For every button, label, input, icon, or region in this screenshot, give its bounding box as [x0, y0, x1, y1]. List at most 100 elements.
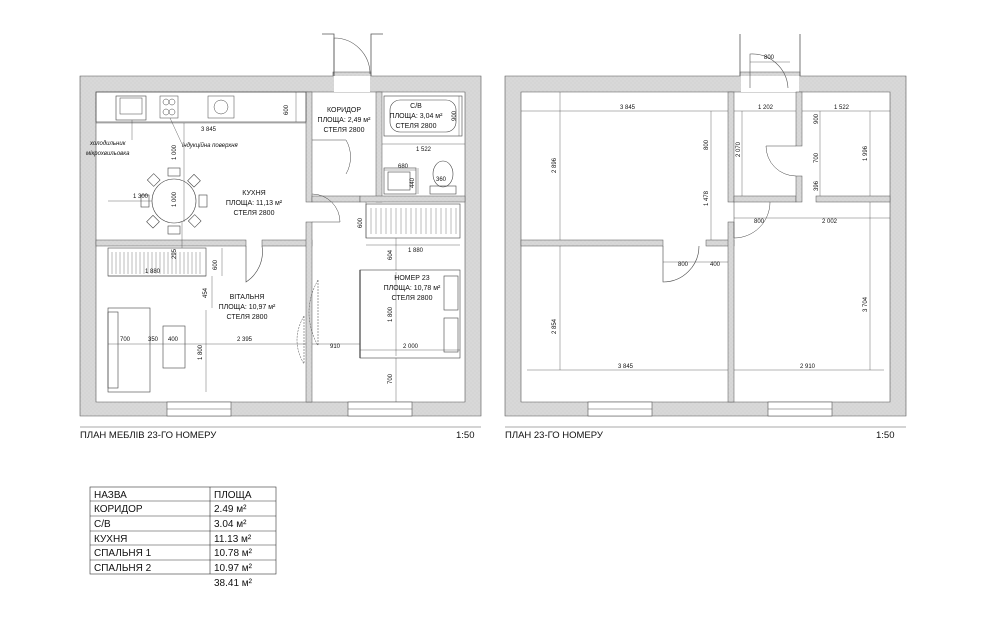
corridor-door-swing [312, 139, 351, 175]
dim: 900 [452, 110, 458, 121]
bath-door-swing [765, 145, 797, 177]
dim: 3 704 [863, 296, 869, 312]
dim: 600 [284, 104, 290, 115]
dim: 360 [436, 177, 447, 183]
table-cell-area: 10.78 м² [214, 548, 253, 559]
dim: 400 [168, 337, 179, 343]
living-height: СТЕЛЯ 2800 [227, 314, 268, 321]
table-cell-name: С/В [94, 519, 111, 530]
dim: 1 202 [758, 105, 774, 111]
washbasin [383, 167, 417, 195]
dim: 2 896 [552, 157, 558, 173]
area-table: НАЗВА ПЛОЩА КОРИДОР 2.49 м² С/В 3.04 м² … [89, 486, 277, 589]
entrance-vestibule [739, 34, 801, 76]
dim: 396 [814, 180, 820, 191]
dim: 454 [203, 287, 209, 298]
dimension-lines [521, 61, 890, 371]
bedroom-door-swing [733, 201, 771, 239]
window-bottom-left [166, 401, 232, 417]
table-cell-area: 3.04 м² [214, 519, 247, 530]
kitchen-door-swing [245, 245, 263, 283]
dim: 700 [120, 337, 131, 343]
bedroom-door-swing [308, 279, 319, 347]
dim: 3 845 [618, 364, 634, 370]
corridor-name: КОРИДОР [327, 107, 361, 114]
dim: 700 [388, 373, 394, 384]
dim: 700 [814, 152, 820, 163]
plan-caption: ПЛАН 23-ГО НОМЕРУ [505, 430, 604, 441]
dim: 604 [388, 249, 394, 260]
dim: 2 000 [403, 344, 419, 350]
dimension-plan: 800 3 845 1 202 1 522 900 2 896 800 2 07… [504, 34, 907, 441]
dim: 2 910 [800, 364, 816, 370]
dim: 2 070 [736, 141, 742, 157]
sofa [107, 307, 151, 393]
furniture-plan: КУХНЯ ПЛОЩА: 11,13 м² СТЕЛЯ 2800 КОРИДОР… [79, 33, 482, 441]
entrance-door-swing [333, 37, 371, 75]
table-cell-name: СПАЛЬНЯ 1 [94, 548, 152, 559]
dim: 1 800 [388, 306, 394, 322]
dim: 600 [213, 259, 219, 270]
dim: 1 522 [834, 105, 850, 111]
dim: 1 300 [133, 194, 149, 200]
dim: 3 845 [201, 127, 217, 133]
dim: 800 [704, 139, 710, 150]
dim: 1 478 [704, 190, 710, 206]
fridge-unit [115, 95, 147, 121]
table-header-name: НАЗВА [94, 490, 127, 501]
window-bottom-right [347, 401, 413, 417]
interior-walls [520, 91, 891, 403]
plan-scale: 1:50 [876, 430, 895, 441]
table-header-area: ПЛОЩА [214, 490, 252, 501]
corridor-area: ПЛОЩА: 2,49 м² [318, 117, 372, 124]
entrance-vestibule [322, 33, 383, 76]
kitchen-counter [95, 91, 307, 123]
induction-label: індукційна поверхня [182, 142, 239, 149]
dim: 3 845 [620, 105, 636, 111]
dim: 800 [678, 262, 689, 268]
kitchen-sink [207, 95, 235, 119]
dim: 2 002 [822, 219, 838, 225]
kitchen-name: КУХНЯ [242, 190, 265, 197]
dim: 1 522 [416, 147, 432, 153]
interior-walls [95, 91, 466, 403]
dim: 1 880 [145, 269, 161, 275]
window-bottom-right [767, 401, 833, 417]
room23-height: СТЕЛЯ 2800 [392, 295, 433, 302]
table-cell-name: КОРИДОР [94, 504, 143, 515]
dim: 900 [814, 113, 820, 124]
induction-hob [159, 95, 179, 119]
dim: 1 996 [863, 145, 869, 161]
entrance-door-swing [749, 53, 789, 89]
dim: 800 [764, 55, 775, 61]
dim: 800 [754, 219, 765, 225]
living-door-swing [296, 315, 305, 365]
dim: 680 [398, 164, 409, 170]
fridge-label: холодильник [89, 141, 127, 147]
dimension-lines [96, 92, 465, 402]
table-total: 38.41 м² [214, 578, 253, 589]
kitchen-height: СТЕЛЯ 2800 [234, 210, 275, 217]
living-area: ПЛОЩА: 10,97 м² [219, 304, 276, 311]
toilet [429, 160, 457, 195]
living-name: ВІТАЛЬНЯ [230, 294, 265, 301]
coffee-table [162, 325, 186, 369]
table-cell-name: КУХНЯ [94, 534, 127, 545]
table-cell-name: СПАЛЬНЯ 2 [94, 563, 152, 574]
furniture-plan-scale: 1:50 [456, 430, 475, 441]
kitchen-door-swing [662, 245, 700, 283]
dim: 440 [410, 177, 416, 188]
bathroom-height: СТЕЛЯ 2800 [396, 123, 437, 130]
dim: 1 800 [198, 344, 204, 360]
table-cell-area: 11.13 м² [214, 534, 252, 545]
bedroom-wardrobe [365, 203, 461, 239]
bathroom-area: ПЛОЩА: 3,04 м² [390, 113, 444, 120]
dim: 1 000 [172, 144, 178, 160]
microwave-unit [119, 97, 143, 115]
dim: 1 880 [408, 248, 424, 254]
bathroom-name: С/В [410, 103, 422, 110]
room-door-swing [311, 193, 341, 223]
dim: 2 395 [237, 337, 253, 343]
dim: 400 [710, 262, 721, 268]
